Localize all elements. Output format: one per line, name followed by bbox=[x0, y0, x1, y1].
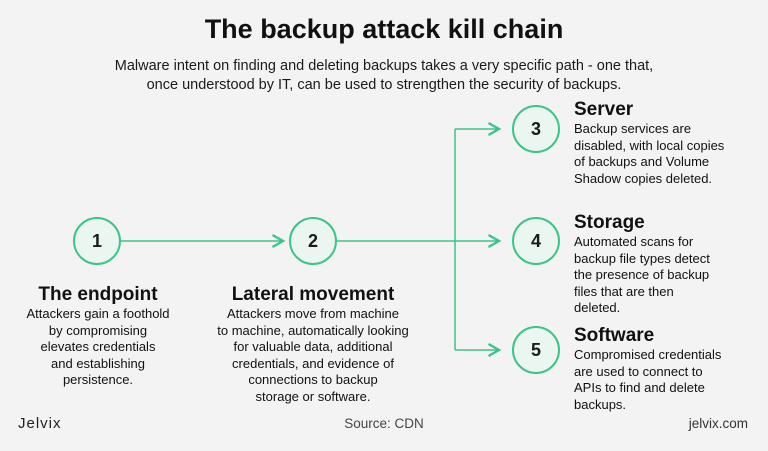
desc-line: APIs to find and delete bbox=[574, 380, 705, 395]
step-4-desc: Automated scans for backup file types de… bbox=[574, 234, 764, 317]
desc-line: files that are then bbox=[574, 283, 674, 299]
subtitle: Malware intent on finding and deleting b… bbox=[60, 57, 708, 95]
desc-line: of backups and Volume bbox=[574, 154, 710, 169]
subtitle-line: once understood by IT, can be used to st… bbox=[146, 77, 622, 93]
desc-line: Shadow copies deleted. bbox=[574, 170, 713, 186]
desc-line: Attackers move from machine bbox=[227, 306, 399, 321]
desc-line: persistence. bbox=[62, 372, 134, 387]
desc-line: Automated scans for bbox=[574, 234, 694, 249]
desc-line: Backup services are bbox=[574, 121, 692, 136]
step-3-label: Server bbox=[574, 99, 634, 120]
desc-line: backups. bbox=[574, 396, 627, 412]
desc-line: and establishing bbox=[51, 355, 145, 371]
page-title: The backup attack kill chain bbox=[204, 14, 564, 44]
desc-line: are used to connect to bbox=[574, 363, 703, 379]
step-2-label: Lateral movement bbox=[231, 284, 395, 305]
source-credit: Source: CDN bbox=[344, 416, 424, 431]
desc-line: deleted. bbox=[574, 300, 621, 315]
step-4-text: Storage Automated scans for backup file … bbox=[574, 212, 764, 317]
site-url: jelvix.com bbox=[688, 416, 748, 431]
desc-line: backup file types detect bbox=[574, 250, 710, 266]
step-1-label: The endpoint bbox=[38, 284, 158, 305]
step-2-desc: Attackers move from machine to machine, … bbox=[200, 306, 426, 405]
desc-line: credentials, and evidence of bbox=[232, 355, 394, 371]
desc-line: for valuable data, additional bbox=[233, 339, 393, 354]
desc-line: to machine, automatically looking bbox=[217, 322, 409, 338]
step-1-desc: Attackers gain a foothold by compromisin… bbox=[8, 306, 188, 389]
step-5-label: Software bbox=[574, 325, 655, 346]
desc-line: by compromising bbox=[48, 322, 148, 338]
subtitle-line: Malware intent on finding and deleting b… bbox=[114, 58, 654, 74]
step-2-text: Lateral movement Attackers move from mac… bbox=[200, 284, 426, 405]
step-2-node: 2 bbox=[289, 217, 337, 265]
step-1-node: 1 bbox=[73, 217, 121, 265]
step-5-desc: Compromised credentials are used to conn… bbox=[574, 347, 764, 413]
desc-line: Attackers gain a foothold bbox=[26, 306, 170, 321]
desc-line: Compromised credentials bbox=[574, 347, 722, 362]
desc-line: disabled, with local copies bbox=[574, 137, 725, 153]
desc-line: storage or software. bbox=[255, 388, 371, 404]
step-4-node: 4 bbox=[512, 217, 560, 265]
step-3-desc: Backup services are disabled, with local… bbox=[574, 121, 764, 187]
step-5-node: 5 bbox=[512, 326, 560, 374]
desc-line: elevates credentials bbox=[40, 339, 156, 354]
step-1-text: The endpoint Attackers gain a foothold b… bbox=[8, 284, 188, 389]
step-3-node: 3 bbox=[512, 105, 560, 153]
brand-logo: Jelvix bbox=[18, 415, 62, 432]
desc-line: the presence of backup bbox=[574, 267, 710, 282]
step-4-label: Storage bbox=[574, 212, 645, 233]
step-3-text: Server Backup services are disabled, wit… bbox=[574, 99, 764, 187]
step-5-text: Software Compromised credentials are use… bbox=[574, 325, 764, 413]
desc-line: connections to backup bbox=[248, 372, 378, 387]
